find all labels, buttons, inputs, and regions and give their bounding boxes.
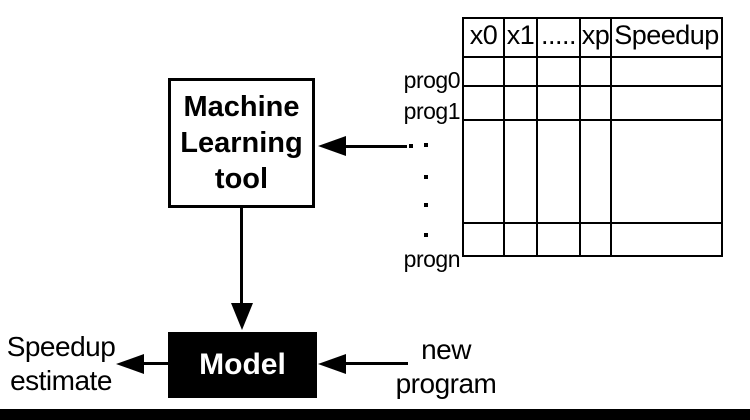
table-cell: [503, 85, 538, 121]
table-cell: [579, 56, 612, 87]
table-cell: [610, 119, 723, 224]
ml-box-line3: tool: [214, 163, 269, 195]
row-label-prog0: prog0: [403, 67, 461, 93]
table-cell: [579, 119, 612, 224]
arrow-tail-dot: [409, 144, 413, 148]
table-cell: [579, 85, 612, 121]
column-header-x0: x0: [462, 17, 505, 58]
new-program-label: new program: [390, 333, 502, 401]
bottom-bar: [0, 409, 750, 420]
ml-box-line2: Learning: [180, 127, 303, 159]
row-ellipsis-dot: [424, 175, 428, 179]
model-box-label: Model: [199, 348, 286, 381]
row-ellipsis-dot: [424, 143, 428, 147]
table-cell: [536, 56, 581, 87]
column-header-speedup: Speedup: [610, 17, 723, 58]
table-cell: [536, 222, 581, 257]
table-cell: [579, 222, 612, 257]
table-cell: [503, 56, 538, 87]
row-label-progn: progn: [403, 246, 461, 272]
table-cell: [503, 222, 538, 257]
machine-learning-tool-box: Machine Learning tool: [168, 78, 315, 208]
column-header-x1: x1: [503, 17, 538, 58]
table-cell: [536, 119, 581, 224]
arrow-ml-to-model-line: [240, 206, 243, 306]
table-cell: [503, 119, 538, 224]
table-cell: [462, 119, 505, 224]
arrow-model-to-output-head-icon: [116, 354, 144, 374]
row-label-prog1: prog1: [403, 98, 461, 124]
speedup-estimate-line2: estimate: [10, 365, 112, 396]
table-cell: [462, 222, 505, 257]
speedup-estimate-label: Speedup estimate: [0, 330, 122, 398]
arrow-input-to-model-line: [342, 362, 408, 365]
row-ellipsis-dot: [424, 203, 428, 207]
new-program-line2: program: [395, 368, 497, 399]
ml-box-line1: Machine: [183, 91, 300, 123]
table-cell: [462, 56, 505, 87]
arrow-model-to-output-line: [142, 362, 170, 365]
table-row-middle: [462, 119, 723, 224]
model-box: Model: [168, 332, 317, 398]
table-cell: [610, 85, 723, 121]
table-cell: [536, 85, 581, 121]
arrow-table-to-ml-line: [346, 145, 407, 148]
arrow-table-to-ml-head-icon: [318, 136, 346, 156]
row-ellipsis-dot: [424, 233, 428, 237]
table-cell: [462, 85, 505, 121]
arrow-ml-to-model-head-icon: [231, 303, 253, 330]
arrow-input-to-model-head-icon: [318, 354, 346, 374]
table-header-row: x0 x1 ..... xp Speedup: [462, 17, 723, 58]
column-header-ellipsis: .....: [536, 17, 581, 58]
table-row-prog0: [462, 56, 723, 87]
new-program-line1: new: [421, 334, 471, 365]
table-cell: [610, 222, 723, 257]
table-row-prog1: [462, 85, 723, 121]
table-cell: [610, 56, 723, 87]
table-row-progn: [462, 222, 723, 257]
column-header-xp: xp: [579, 17, 612, 58]
training-data-table: x0 x1 ..... xp Speedup: [462, 17, 723, 257]
speedup-estimate-line1: Speedup: [6, 331, 116, 362]
